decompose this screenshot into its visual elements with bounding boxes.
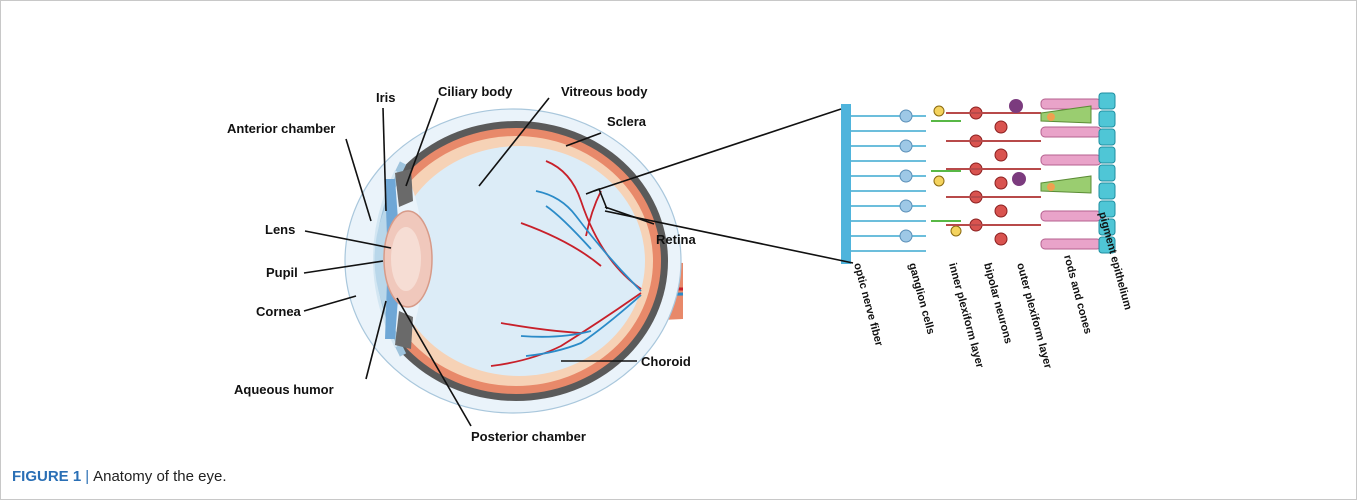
label-retina: Retina	[656, 232, 697, 247]
retina-detail	[841, 93, 1115, 264]
label-anterior-chamber: Anterior chamber	[227, 121, 335, 136]
nerve-fiber-bar	[841, 104, 851, 264]
label-aqueous-humor: Aqueous humor	[234, 382, 334, 397]
caption-text: Anatomy of the eye.	[93, 468, 226, 485]
nerve-fibers	[851, 116, 926, 251]
label-pupil: Pupil	[266, 265, 298, 280]
label-choroid: Choroid	[641, 354, 691, 369]
photoreceptors	[1041, 99, 1101, 249]
retina-layer-labels: optic nerve fiber ganglion cells inner p…	[851, 211, 1134, 371]
label-posterior-chamber: Posterior chamber	[471, 429, 586, 444]
figure-caption: FIGURE 1|Anatomy of the eye.	[12, 468, 227, 485]
inner-plexiform-fibers	[931, 121, 961, 221]
ganglion-cell-bodies	[900, 110, 912, 242]
layer-label-ganglion-cells: ganglion cells	[906, 262, 937, 336]
caption-figure-number: FIGURE 1	[12, 468, 81, 485]
bipolar-axons	[946, 113, 1041, 225]
eye-anatomy-diagram: Iris Ciliary body Vitreous body Anterior…	[1, 1, 1356, 461]
layer-label-inner-plexiform-layer: inner plexiform layer	[946, 262, 986, 370]
label-lens: Lens	[265, 222, 295, 237]
layer-label-rods-and-cones: rods and cones	[1061, 254, 1094, 336]
label-vitreous-body: Vitreous body	[561, 84, 648, 99]
label-cornea: Cornea	[256, 304, 302, 319]
layer-label-optic-nerve-fiber: optic nerve fiber	[851, 262, 885, 348]
caption-separator: |	[85, 468, 89, 485]
label-ciliary-body: Ciliary body	[438, 84, 513, 99]
layer-label-bipolar-neurons: bipolar neurons	[981, 262, 1014, 345]
layer-label-outer-plexiform-layer: outer plexiform layer	[1014, 262, 1054, 371]
label-sclera: Sclera	[607, 114, 647, 129]
eyeball	[345, 109, 683, 413]
label-iris: Iris	[376, 90, 396, 105]
